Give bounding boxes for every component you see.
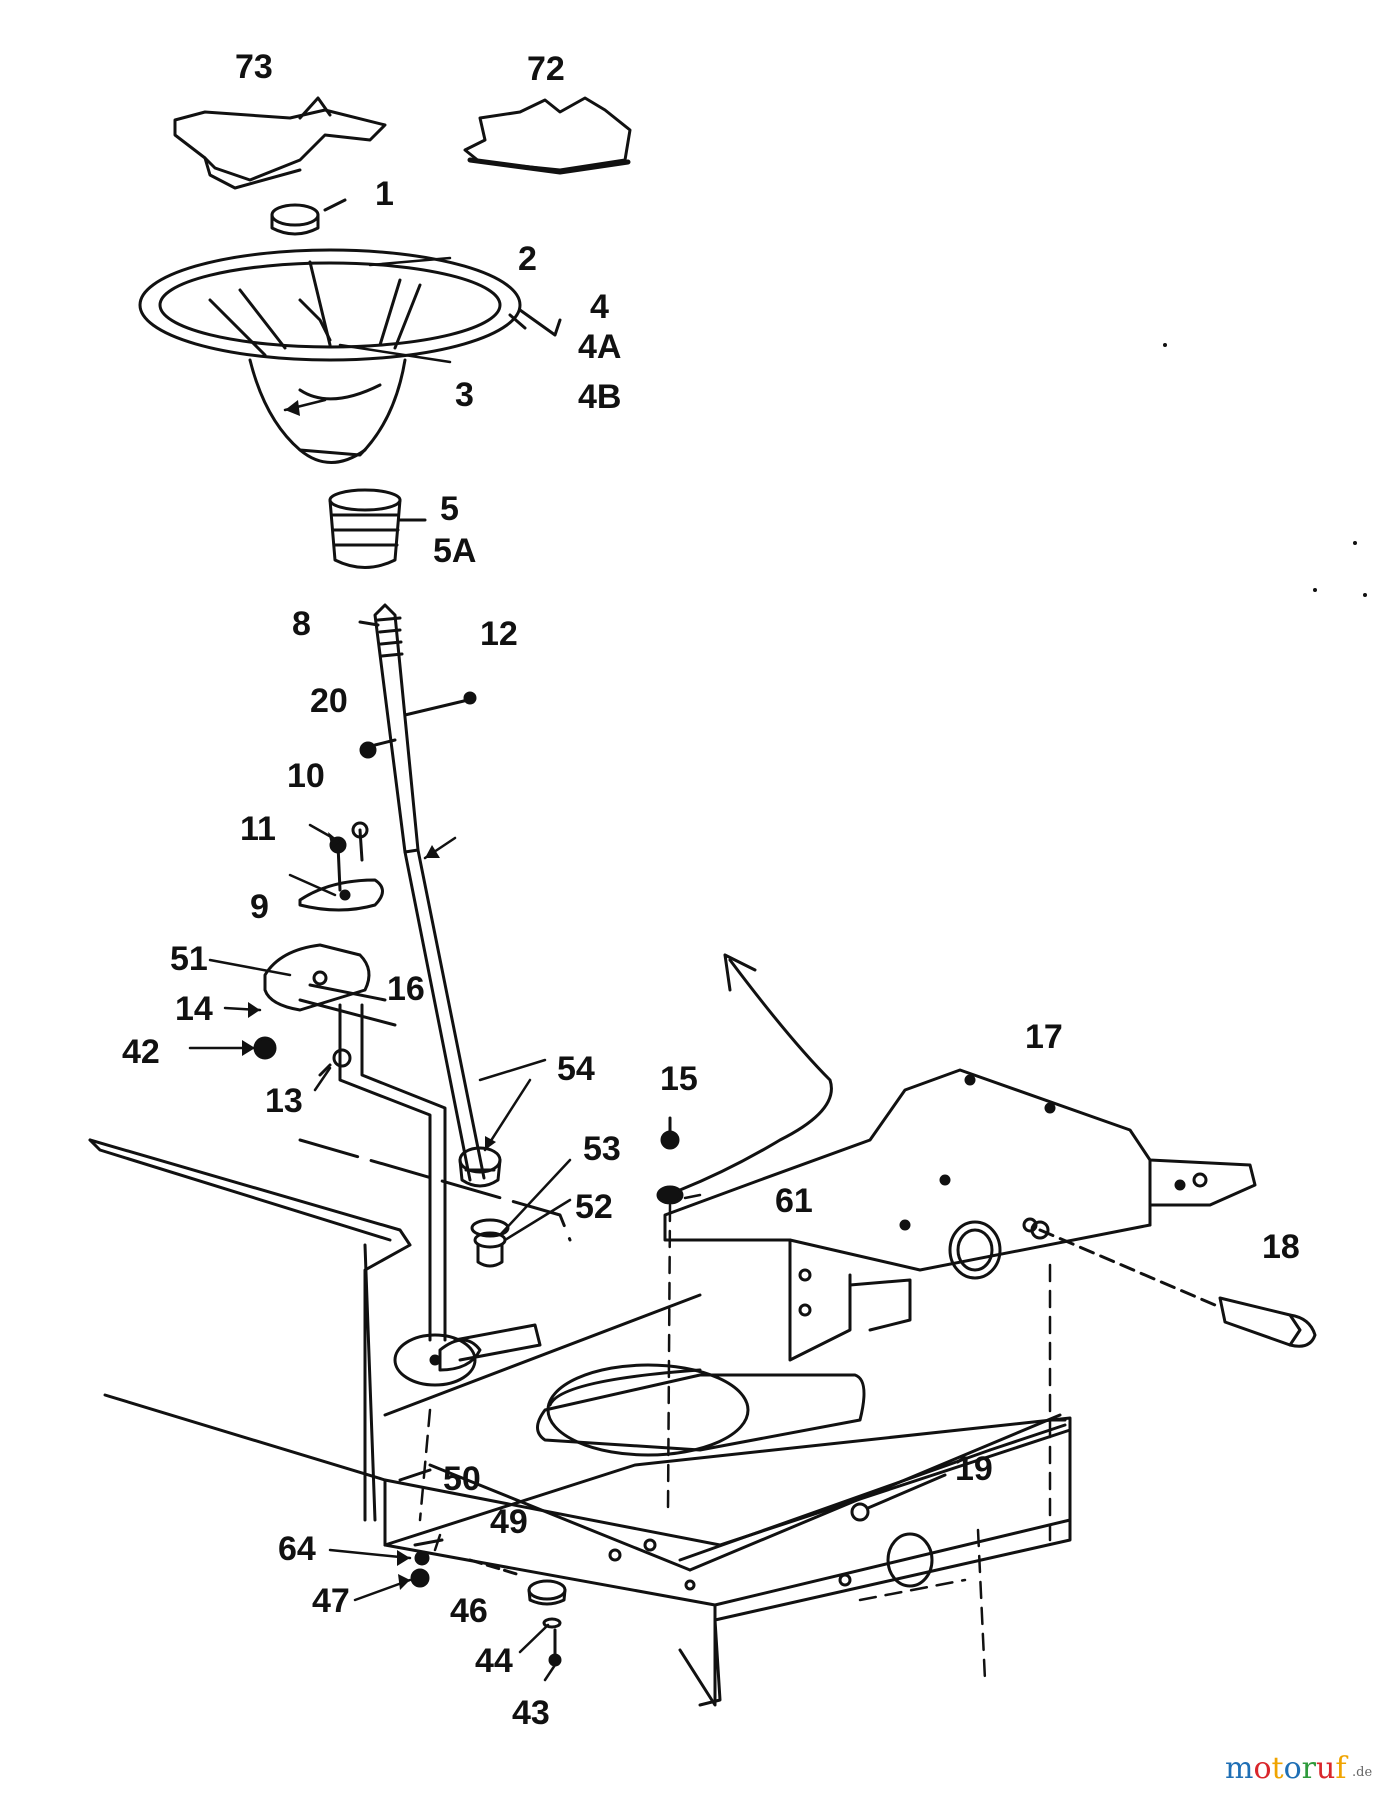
part-54-gear [458,1146,502,1188]
part-5-bushing [328,488,427,569]
label-64: 64 [278,1530,316,1568]
part-8-steering-shaft [358,603,486,1182]
label-47: 47 [312,1582,350,1620]
label-4A: 4A [578,328,621,366]
part-51-bracket [263,943,397,1027]
label-44: 44 [475,1642,513,1680]
part-73-cap [173,96,387,190]
label-9: 9 [250,888,269,926]
watermark-text: motoruf [1225,1751,1348,1786]
label-17: 17 [1025,1018,1063,1056]
part-20-nut [359,738,397,759]
steering-rod [338,1003,447,1342]
label-61: 61 [775,1182,813,1220]
label-43: 43 [512,1694,550,1732]
label-13: 13 [265,1082,303,1120]
label-8: 8 [292,605,311,643]
part-18-pin [1038,1228,1317,1348]
label-4: 4 [590,288,609,326]
svg-text:.de: .de [1352,1765,1372,1780]
part-61-nut [656,1185,684,1205]
label-14: 14 [175,990,213,1028]
part-72-emblem [463,96,632,175]
part-10-bolt [351,821,369,862]
label-72: 72 [527,50,565,88]
part-43-bolt [548,1628,562,1667]
label-5: 5 [440,490,459,528]
label-49: 49 [490,1503,528,1541]
label-51: 51 [170,940,208,978]
label-52: 52 [575,1188,613,1226]
main-frame [88,1138,1072,1707]
part-12-bolt [403,691,477,717]
label-12: 12 [480,615,518,653]
label-18: 18 [1262,1228,1300,1266]
label-2: 2 [518,240,537,278]
label-20: 20 [310,682,348,720]
part-46-bushing [527,1579,567,1606]
label-15: 15 [660,1060,698,1098]
label-1: 1 [375,175,394,213]
part-53-washer [470,1218,510,1268]
label-50: 50 [443,1460,481,1498]
part-19-bolt [850,1473,947,1522]
label-73: 73 [235,48,273,86]
stray-dots [1163,343,1367,597]
label-46: 46 [450,1592,488,1630]
part-17-seat-bracket [663,1068,1257,1362]
part-2-steering-wheel [138,248,562,464]
leader-arrowheads [242,400,496,1590]
label-5A: 5A [433,532,476,570]
alignment-lines [418,1203,1052,1682]
part-47-nut [410,1568,430,1588]
label-16: 16 [387,970,425,1008]
part-13-nut [318,1048,352,1077]
label-42: 42 [122,1033,160,1071]
part-44-washer [542,1617,562,1629]
label-19: 19 [955,1450,993,1488]
label-53: 53 [583,1130,621,1168]
label-10: 10 [287,757,325,795]
part-labels: 73 72 1 2 4 4A 4B 3 5 5A 8 12 20 10 11 9… [122,48,1300,1732]
cable-arrow [678,953,833,1192]
part-9-plate [298,878,384,912]
part-15-bolt [660,1116,680,1150]
part-42-nut [253,1036,277,1060]
watermark-logo: motoruf .de [1225,1751,1372,1786]
label-54: 54 [557,1050,595,1088]
label-4B: 4B [578,378,621,416]
label-11: 11 [240,810,276,848]
label-3: 3 [455,376,474,414]
part-1-nut [270,198,347,236]
